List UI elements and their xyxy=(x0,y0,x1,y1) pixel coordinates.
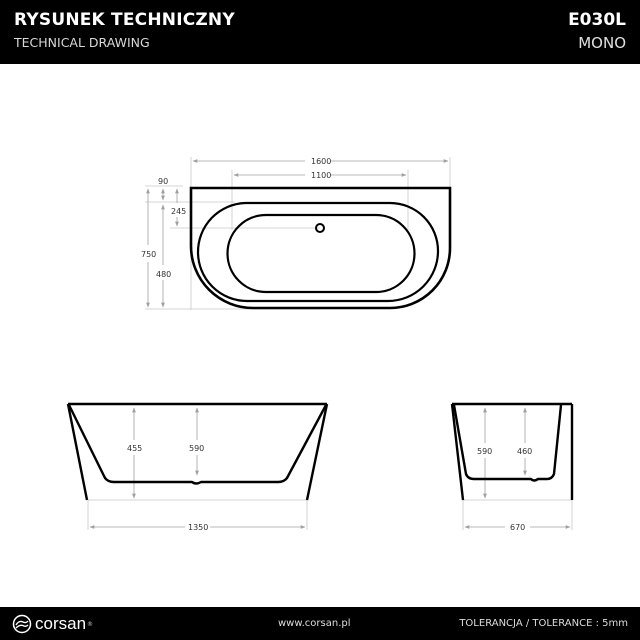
side-view: 455 590 1350 xyxy=(66,402,329,532)
product-code: E030L xyxy=(568,10,626,30)
drawing-subtitle: TECHNICAL DRAWING xyxy=(14,35,150,50)
brand-name: corsan xyxy=(35,614,87,633)
header-band: RYSUNEK TECHNICZNY TECHNICAL DRAWING E03… xyxy=(0,0,640,64)
dim-670: 670 xyxy=(510,523,525,532)
product-name: MONO xyxy=(578,34,626,52)
registered-mark: ® xyxy=(87,620,94,628)
wave-logo-icon xyxy=(12,614,32,634)
dim-245: 245 xyxy=(171,207,186,216)
tolerance-note: TOLERANCJA / TOLERANCE : 5mm xyxy=(459,618,628,629)
dim-460: 460 xyxy=(517,447,532,456)
brand-logo: corsan® xyxy=(12,614,93,634)
dim-480: 480 xyxy=(156,270,171,279)
footer-band: corsan® www.corsan.pl TOLERANCJA / TOLER… xyxy=(0,607,640,640)
drawing-title: RYSUNEK TECHNICZNY xyxy=(14,10,235,30)
dim-750: 750 xyxy=(141,250,156,259)
end-view: 590 460 670 xyxy=(450,402,574,532)
dim-1100: 1100 xyxy=(311,171,331,180)
top-view: 1600 1100 90 245 750 480 xyxy=(141,157,452,310)
dim-90: 90 xyxy=(158,177,168,186)
website-link[interactable]: www.corsan.pl xyxy=(278,618,351,629)
dim-1350: 1350 xyxy=(188,523,208,532)
dim-590: 590 xyxy=(189,444,204,453)
dim-end-590: 590 xyxy=(477,447,492,456)
technical-drawing: 1600 1100 90 245 750 480 455 590 xyxy=(66,157,574,532)
dim-1600: 1600 xyxy=(311,157,331,166)
dim-455: 455 xyxy=(127,444,142,453)
